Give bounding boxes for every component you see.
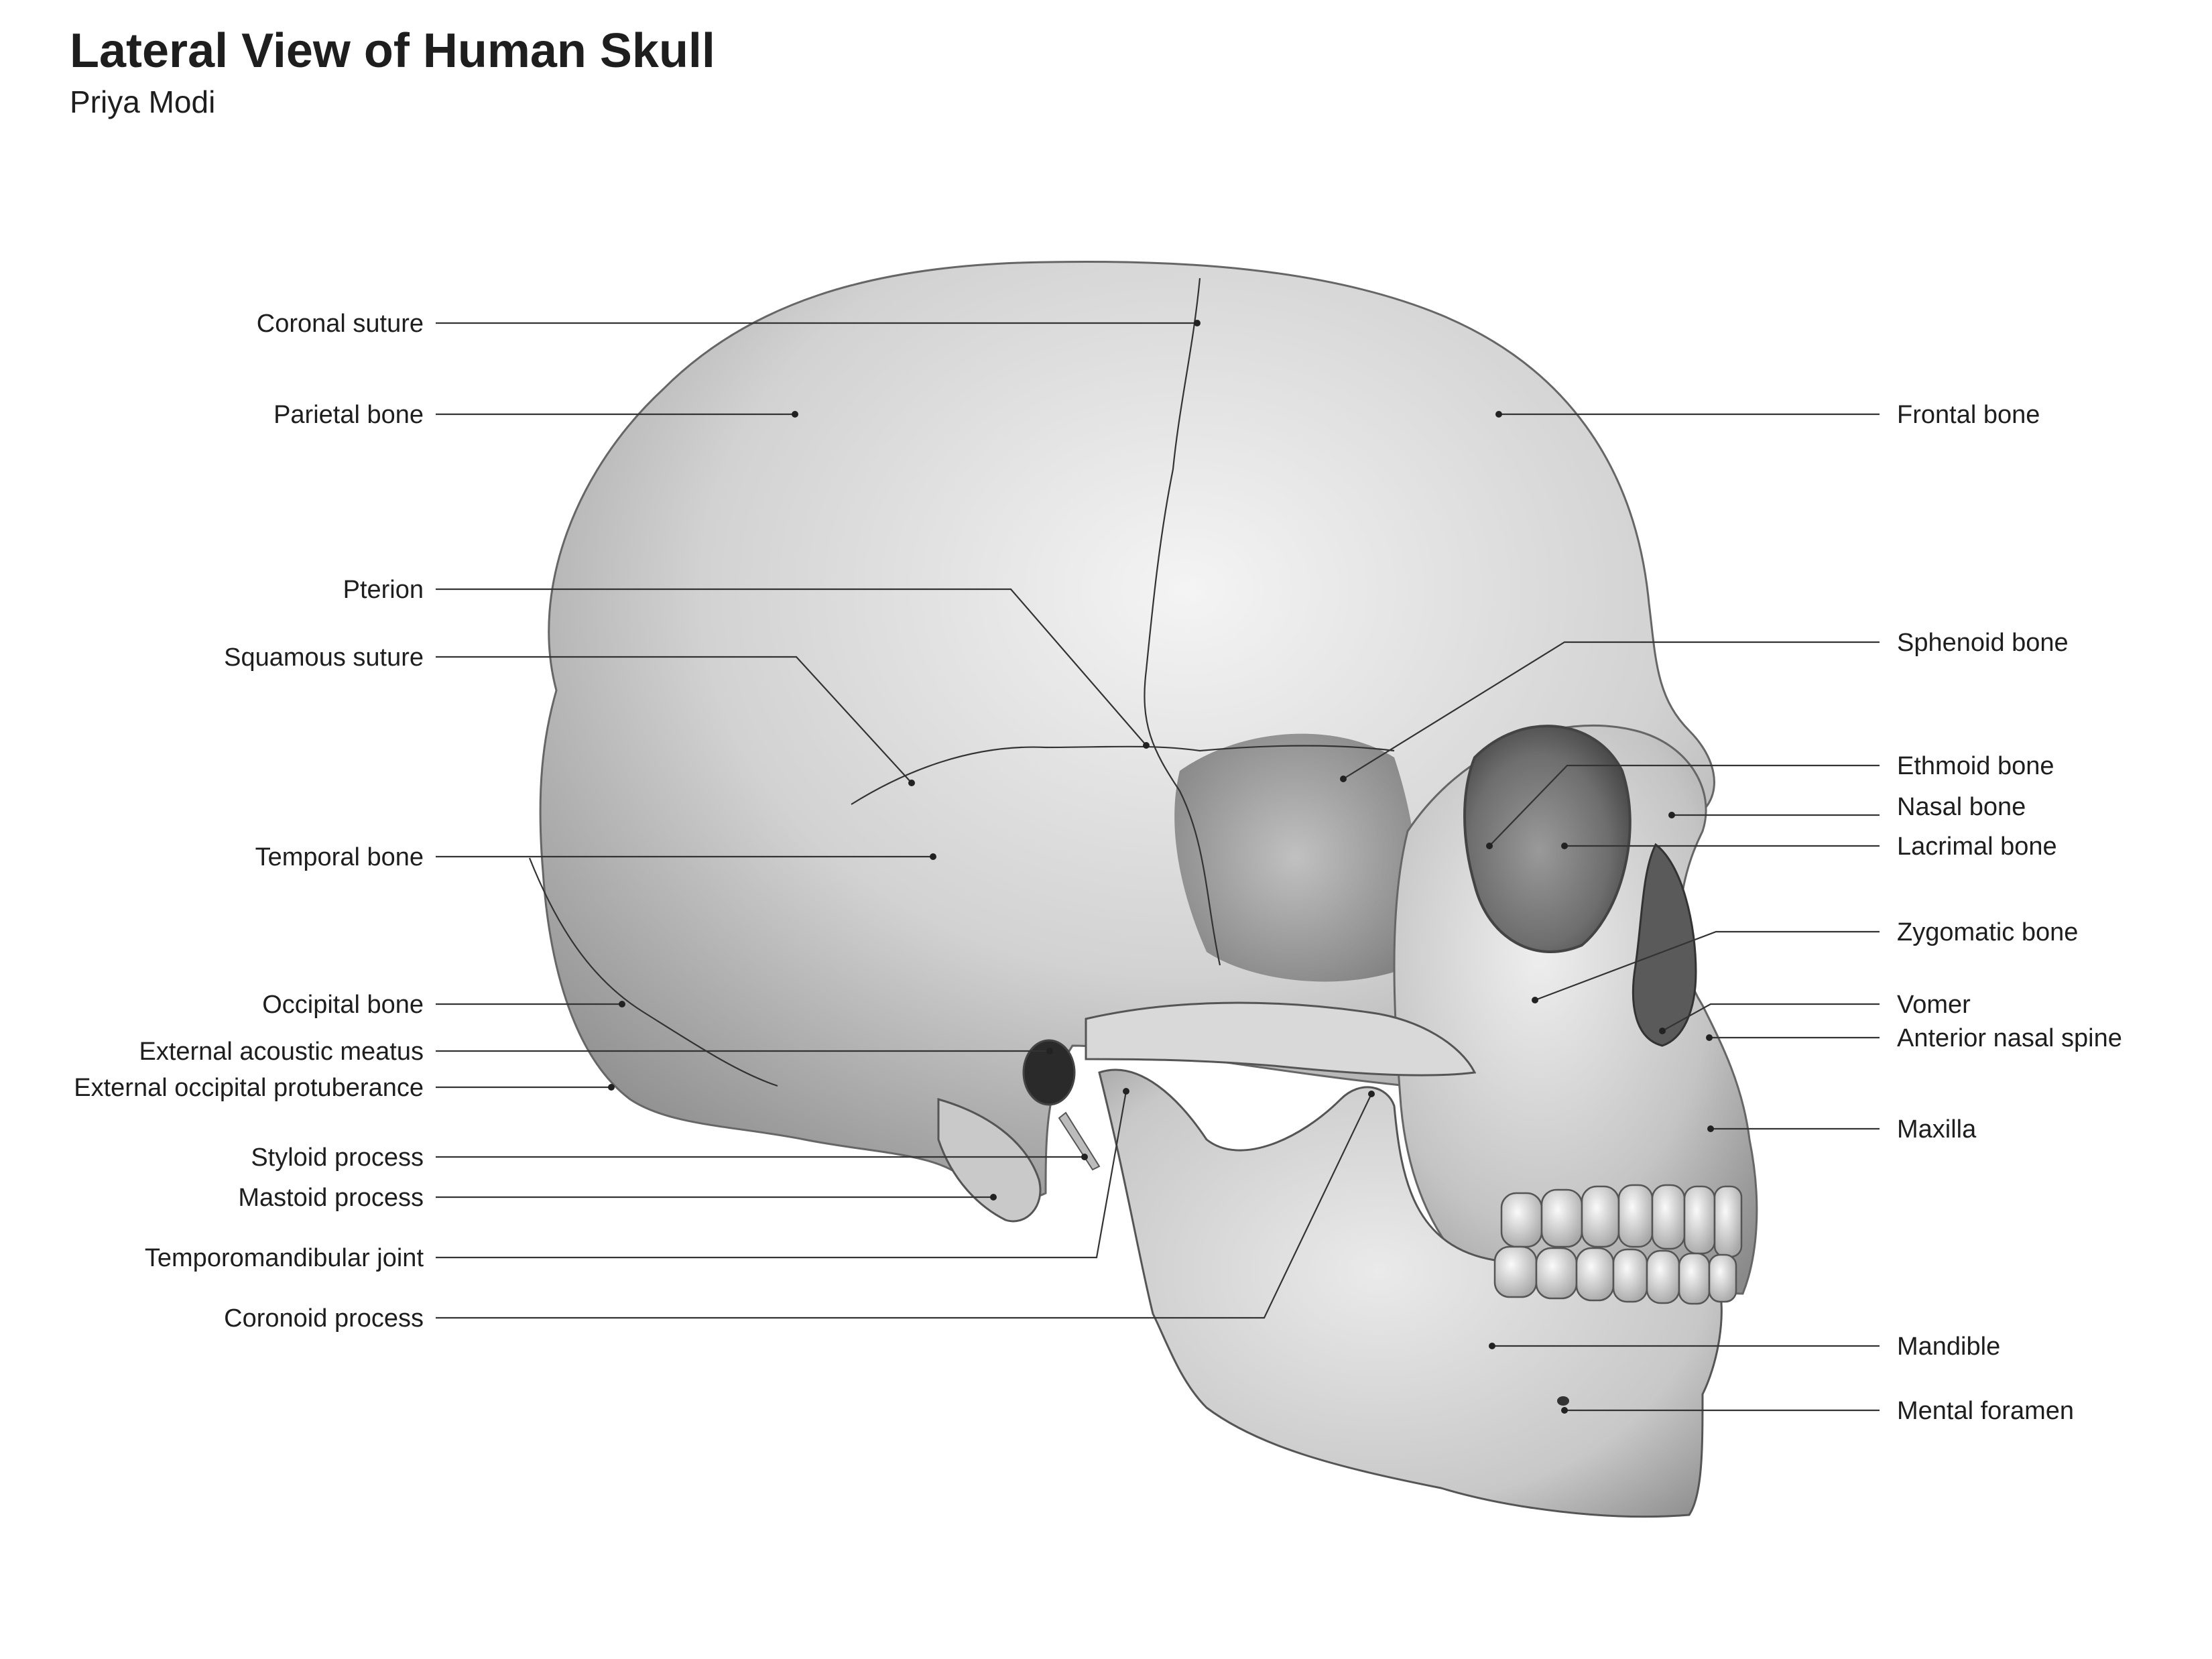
leader-ethmoid-bone: [1489, 764, 1880, 847]
label-coronoid-process: Coronoid process: [224, 1091, 1375, 1333]
lower-teeth: [1493, 1245, 1737, 1305]
diagram-subtitle: Priya Modi: [70, 84, 216, 119]
label-coronal-suture: Coronal suture: [257, 310, 1201, 338]
label-text-styloid-process: Styloid process: [251, 1144, 424, 1172]
leader-squamous-suture: [436, 656, 912, 784]
label-mastoid-process: Mastoid process: [238, 1184, 997, 1212]
label-text-pterion: Pterion: [343, 576, 424, 604]
anchor-external-occipital-protuberance: [608, 1084, 615, 1091]
label-text-frontal-bone: Frontal bone: [1897, 401, 2040, 429]
label-occipital-bone: Occipital bone: [262, 991, 625, 1019]
label-text-occipital-bone: Occipital bone: [262, 991, 424, 1019]
lambdoid-suture-line: [528, 857, 778, 1087]
anchor-mastoid-process: [990, 1194, 997, 1201]
leader-pterion: [436, 588, 1147, 746]
anchor-sphenoid-bone: [1340, 776, 1347, 782]
anchor-coronal-suture: [1194, 320, 1201, 326]
external-acoustic-meatus: [1022, 1039, 1076, 1106]
leader-vomer: [1662, 1003, 1880, 1032]
label-text-ethmoid-bone: Ethmoid bone: [1897, 752, 2054, 780]
label-sphenoid-bone: Sphenoid bone: [1340, 629, 2069, 782]
anchor-ethmoid-bone: [1486, 843, 1493, 849]
label-text-temporomandibular-joint: Temporomandibular joint: [145, 1244, 424, 1272]
label-styloid-process: Styloid process: [251, 1144, 1088, 1172]
upper-teeth: [1500, 1184, 1743, 1258]
label-text-lacrimal-bone: Lacrimal bone: [1897, 833, 2057, 861]
label-text-vomer: Vomer: [1897, 991, 1971, 1019]
label-text-external-acoustic-meatus: External acoustic meatus: [139, 1038, 424, 1066]
zygomatic-arch: [1085, 1001, 1477, 1077]
label-text-zygomatic-bone: Zygomatic bone: [1897, 918, 2078, 946]
anchor-nasal-bone: [1668, 812, 1675, 818]
temporal-fossa: [1174, 733, 1417, 982]
anchor-styloid-process: [1081, 1154, 1088, 1160]
label-text-temporal-bone: Temporal bone: [255, 843, 424, 871]
label-text-mental-foramen: Mental foramen: [1897, 1397, 2074, 1425]
label-text-mandible: Mandible: [1897, 1333, 2000, 1361]
label-pterion: Pterion: [343, 576, 1150, 749]
label-mental-foramen: Mental foramen: [1561, 1397, 2074, 1425]
label-anterior-nasal-spine: Anterior nasal spine: [1706, 1024, 2122, 1052]
label-external-occipital-protuberance: External occipital protuberance: [74, 1074, 615, 1102]
label-text-nasal-bone: Nasal bone: [1897, 793, 2026, 821]
label-text-anterior-nasal-spine: Anterior nasal spine: [1897, 1024, 2122, 1052]
nasal-aperture: [1632, 843, 1697, 1047]
label-text-sphenoid-bone: Sphenoid bone: [1897, 629, 2069, 657]
anchor-zygomatic-bone: [1532, 997, 1538, 1003]
leader-temporomandibular-joint: [436, 1091, 1127, 1259]
orbit: [1463, 725, 1632, 953]
mental-foramen: [1557, 1396, 1569, 1406]
coronal-suture-line: [1144, 278, 1221, 966]
squamous-suture-line: [851, 745, 1395, 805]
label-text-maxilla: Maxilla: [1897, 1115, 1977, 1144]
label-squamous-suture: Squamous suture: [224, 643, 915, 786]
anchor-coronoid-process: [1368, 1091, 1375, 1097]
label-frontal-bone: Frontal bone: [1495, 401, 2040, 429]
leader-coronoid-process: [436, 1093, 1372, 1319]
anchor-vomer: [1659, 1028, 1666, 1034]
label-external-acoustic-meatus: External acoustic meatus: [139, 1038, 1053, 1066]
leader-sphenoid-bone: [1343, 641, 1880, 780]
label-text-squamous-suture: Squamous suture: [224, 643, 424, 672]
label-ethmoid-bone: Ethmoid bone: [1486, 752, 2054, 849]
anchor-squamous-suture: [908, 780, 915, 786]
label-zygomatic-bone: Zygomatic bone: [1532, 918, 2078, 1003]
label-temporomandibular-joint: Temporomandibular joint: [145, 1088, 1129, 1272]
label-temporal-bone: Temporal bone: [255, 843, 936, 871]
label-vomer: Vomer: [1659, 991, 1971, 1034]
label-text-coronoid-process: Coronoid process: [224, 1304, 424, 1333]
anchor-lacrimal-bone: [1561, 843, 1568, 849]
label-maxilla: Maxilla: [1707, 1115, 1977, 1144]
title-block: Lateral View of Human Skull Priya Modi: [70, 19, 715, 121]
leader-zygomatic-bone: [1534, 930, 1880, 1001]
anchor-temporomandibular-joint: [1123, 1088, 1129, 1095]
label-text-external-occipital-protuberance: External occipital protuberance: [74, 1074, 424, 1102]
label-lacrimal-bone: Lacrimal bone: [1561, 833, 2057, 861]
mastoid-process: [937, 1098, 1042, 1223]
anchor-mental-foramen: [1561, 1407, 1568, 1414]
label-text-mastoid-process: Mastoid process: [238, 1184, 424, 1212]
styloid-process: [1058, 1111, 1101, 1171]
anchor-frontal-bone: [1495, 411, 1502, 418]
label-nasal-bone: Nasal bone: [1668, 793, 2026, 821]
anchor-temporal-bone: [930, 853, 936, 860]
anchor-maxilla: [1707, 1125, 1714, 1132]
anchor-parietal-bone: [792, 411, 798, 418]
anchor-external-acoustic-meatus: [1046, 1048, 1053, 1054]
diagram-title: Lateral View of Human Skull: [70, 24, 715, 78]
anchor-anterior-nasal-spine: [1706, 1034, 1713, 1041]
label-text-coronal-suture: Coronal suture: [257, 310, 424, 338]
anchor-mandible: [1489, 1343, 1495, 1349]
label-parietal-bone: Parietal bone: [273, 401, 798, 429]
anchor-occipital-bone: [619, 1001, 625, 1007]
label-mandible: Mandible: [1489, 1333, 2000, 1361]
anchor-pterion: [1143, 742, 1150, 749]
label-text-parietal-bone: Parietal bone: [273, 401, 424, 429]
